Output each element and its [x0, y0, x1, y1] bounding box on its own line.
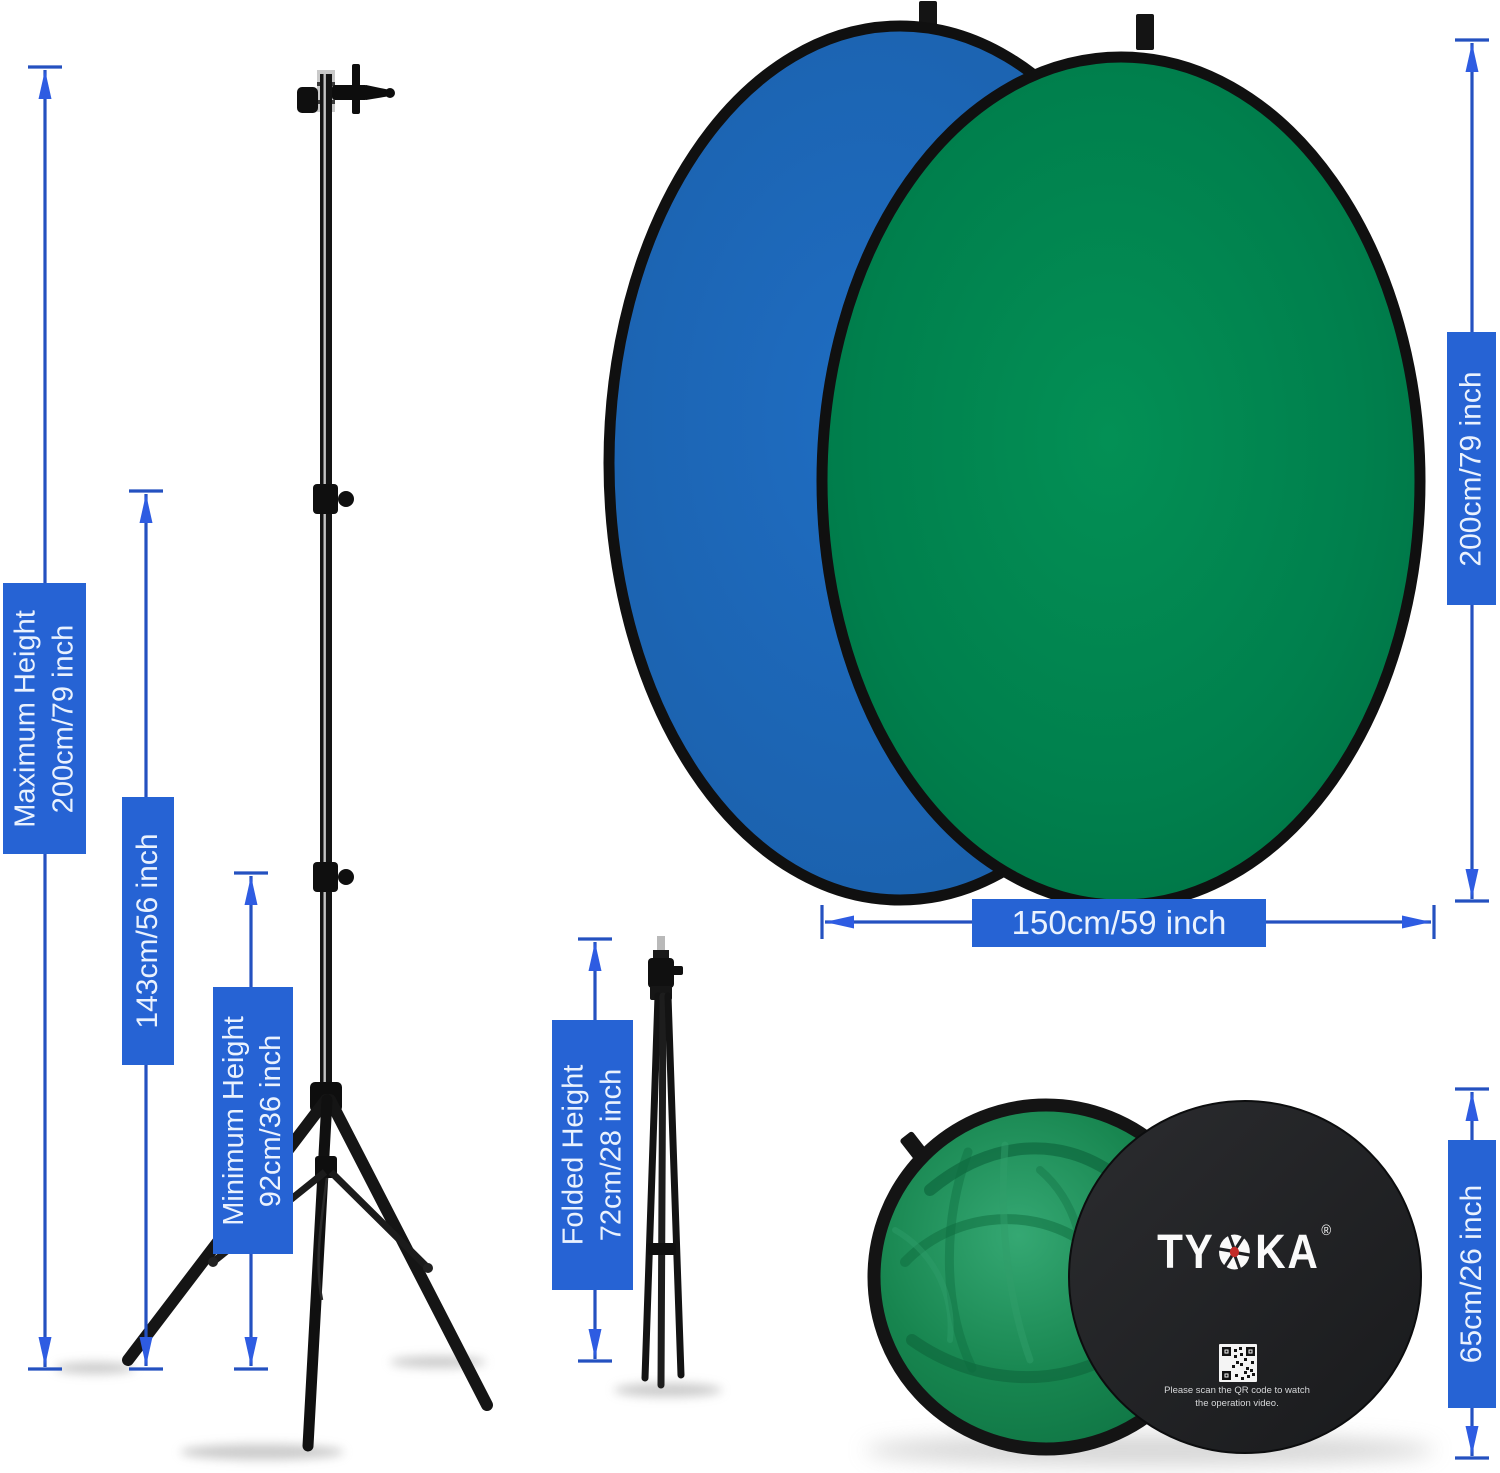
- qr-code: [1219, 1344, 1257, 1382]
- hanging-tab-green: [1136, 14, 1154, 50]
- dim-max-height: [28, 65, 62, 1371]
- label-line: 200cm/79 inch: [1454, 370, 1488, 567]
- stand-knob-top: [297, 87, 318, 113]
- dim-backdrop-height: [1455, 38, 1489, 903]
- brand-text-suffix: KA: [1255, 1225, 1320, 1279]
- light-stand: [122, 64, 493, 1452]
- label-line: 200cm/79 inch: [46, 624, 79, 813]
- label-line: Maximum Height: [9, 609, 42, 828]
- stand-tripod-legs: [122, 1082, 493, 1452]
- label-folded-height: Folded Height 72cm/28 inch: [552, 1020, 633, 1290]
- label-line: 92cm/36 inch: [255, 1034, 287, 1207]
- label-line: 65cm/26 inch: [1454, 1184, 1488, 1364]
- qr-caption: Please scan the QR code to watch the ope…: [1137, 1384, 1337, 1410]
- label-extended-height: 143cm/56 inch: [122, 797, 174, 1065]
- carry-bag: [1068, 1100, 1422, 1454]
- label-backdrop-width: 150cm/59 inch: [972, 899, 1266, 947]
- label-min-height: Minimum Height 92cm/36 inch: [213, 987, 293, 1254]
- label-backdrop-height: 200cm/79 inch: [1447, 332, 1496, 605]
- brand-text-prefix: TY: [1157, 1225, 1215, 1279]
- label-line: Folded Height: [557, 1064, 590, 1246]
- label-folded-diameter: 65cm/26 inch: [1448, 1140, 1496, 1408]
- aperture-icon: [1218, 1233, 1252, 1271]
- label-line: 150cm/59 inch: [1011, 904, 1227, 941]
- stand-spigot: [332, 64, 395, 114]
- label-max-height: Maximum Height 200cm/79 inch: [3, 583, 86, 854]
- bag-shadow: [865, 1434, 1435, 1466]
- qr-caption-line: Please scan the QR code to watch: [1164, 1385, 1310, 1396]
- registered-mark: ®: [1321, 1222, 1333, 1239]
- label-line: 143cm/56 inch: [130, 833, 164, 1029]
- folded-stand: [641, 936, 685, 1389]
- label-line: 72cm/28 inch: [594, 1068, 627, 1242]
- qr-caption-line: the operation video.: [1195, 1398, 1279, 1409]
- label-line: Minimum Height: [217, 1015, 250, 1226]
- brand-logo: TY KA ®: [1148, 1222, 1342, 1280]
- floor-shadows: [55, 1356, 722, 1460]
